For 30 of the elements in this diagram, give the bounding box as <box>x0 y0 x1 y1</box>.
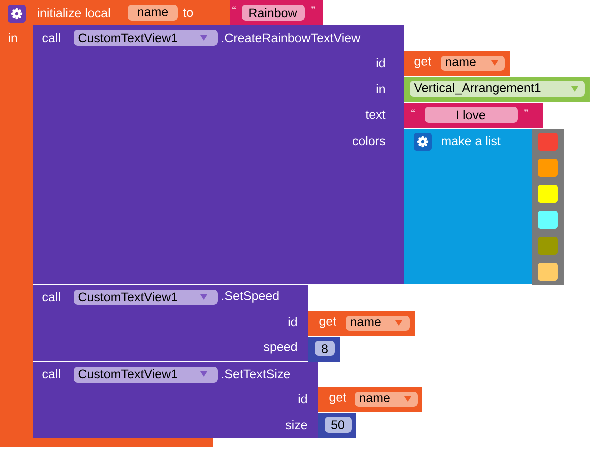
variable-field: name <box>128 5 178 21</box>
component-dropdown: CustomTextView1 <box>74 30 218 46</box>
make-list-block: make a list <box>404 129 532 284</box>
variable-dropdown: name <box>346 316 410 331</box>
color-block <box>532 181 564 207</box>
number-block: 8 <box>308 337 340 362</box>
node-label: id <box>298 394 307 404</box>
text-field: I love <box>425 107 518 123</box>
node-label: colors <box>352 136 386 146</box>
node-label: in <box>376 84 385 94</box>
color-block <box>532 259 564 285</box>
color-block <box>532 155 564 181</box>
text-field: Rainbow <box>242 5 305 21</box>
node-label: text <box>366 110 386 120</box>
node-label: speed <box>264 342 297 354</box>
variable-dropdown: name <box>355 392 418 407</box>
node-label: call <box>42 292 60 302</box>
color-block <box>532 233 564 259</box>
number-block: 50 <box>318 413 356 438</box>
color-block <box>532 207 564 233</box>
variable-dropdown: name <box>441 56 505 71</box>
component-dropdown: CustomTextView1 <box>74 367 218 383</box>
node-label: size <box>286 420 308 430</box>
node-label: id <box>288 317 297 327</box>
node-label: call <box>42 33 60 43</box>
node-label: id <box>376 58 385 68</box>
component-dropdown: CustomTextView1 <box>74 290 218 305</box>
color-block <box>532 129 564 155</box>
node-label: call <box>42 369 60 379</box>
component-dropdown: Vertical_Arrangement1 <box>404 77 590 102</box>
